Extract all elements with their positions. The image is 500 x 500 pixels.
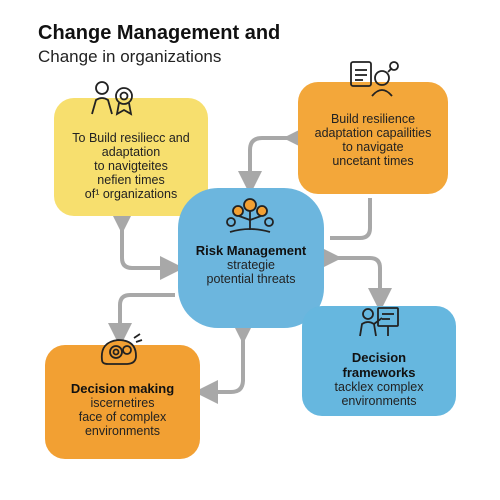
connector-center-bottom	[194, 320, 255, 404]
node-bottom-left-line: iscernetires	[90, 396, 155, 410]
node-center-line: potential threats	[206, 272, 296, 286]
node-top-left-line: of¹ organizations	[84, 187, 178, 201]
node-bottom-right: Decision frameworks tacklex complex envi…	[302, 306, 456, 416]
node-top-left-line: adaptation	[101, 145, 161, 159]
connector-center-bottom-right	[318, 246, 392, 312]
node-bottom-left-line: face of complex	[78, 410, 167, 424]
node-bottom-right-line: environments	[341, 394, 417, 408]
node-top-right-line: to navigate	[342, 140, 404, 154]
connector-top-left-center	[110, 210, 184, 280]
node-center-heading: Risk Management	[195, 243, 307, 258]
connector-center-bottom-left	[108, 293, 175, 347]
node-top-right-line: adaptation capailities	[314, 126, 432, 140]
node-bottom-right-line: tacklex complex	[334, 380, 424, 394]
risk-tree-icon	[226, 198, 274, 233]
node-top-right-line: Build resilience	[330, 112, 416, 126]
node-top-right: Build resilience adaptation capailities …	[298, 82, 448, 194]
node-top-left-line: nefien times	[97, 173, 165, 187]
team-planning-icon	[350, 61, 399, 97]
node-bottom-right-heading: Decision	[351, 350, 407, 365]
connector-top-right-center	[238, 126, 307, 195]
node-bottom-left-line: environments	[84, 424, 161, 438]
node-top-left-line: To Build resiliecc and	[72, 131, 190, 145]
diagram-subtitle: Change in organizations	[38, 47, 222, 66]
people-badge-icon	[91, 81, 133, 116]
diagram-title: Change Management and	[38, 22, 281, 44]
node-center-line: strategie	[227, 258, 275, 272]
connector-top-right-down	[330, 198, 372, 240]
node-top-left-line: to navigteites	[94, 159, 168, 173]
node-top-left: To Build resiliecc and adaptation to nav…	[54, 98, 208, 216]
decision-gears-icon	[100, 333, 143, 365]
presentation-board-icon	[359, 307, 399, 337]
node-bottom-left-heading: Decision making	[70, 381, 175, 396]
node-top-right-line: uncetant times	[332, 154, 414, 168]
node-bottom-right-heading: frameworks	[342, 365, 416, 380]
